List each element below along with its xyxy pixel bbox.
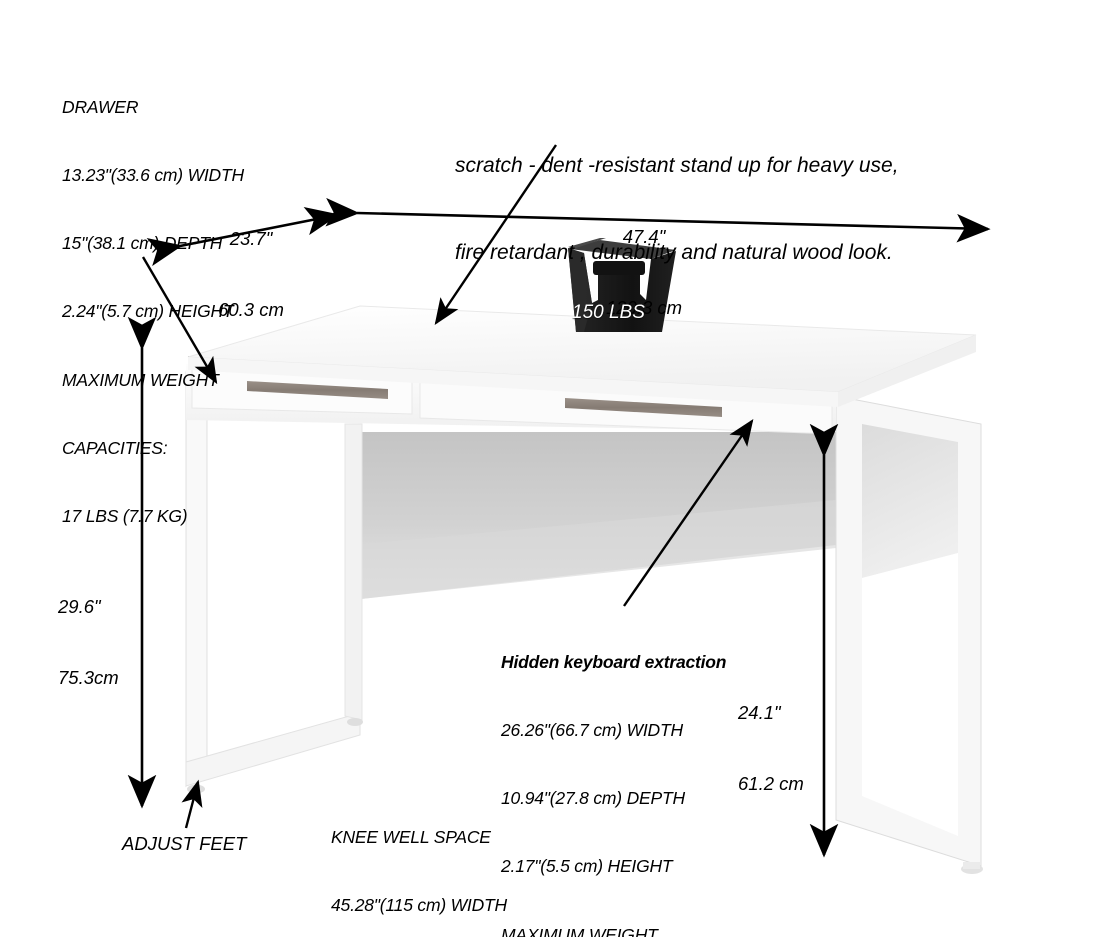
overall-height-metric: 75.3cm [58, 667, 119, 689]
clearance-height-label: 24.1" 61.2 cm [738, 654, 838, 843]
adjust-feet-label: ADJUST FEET [122, 833, 247, 854]
keyboard-leader-line [623, 419, 754, 607]
depth-metric: 60.3 cm [218, 299, 284, 321]
desk-top-edge-front [188, 357, 838, 407]
drawer-spec-line-3: 15"(38.1 cm) DEPTH [62, 233, 223, 253]
features-leader-line [434, 144, 557, 325]
width-metric: 120.3 cm [605, 297, 683, 319]
desk-left-leg-back-post [344, 423, 363, 721]
keyboard-spec-line-2: 10.94"(27.8 cm) DEPTH [501, 788, 685, 808]
drawer-spec-line-4: 2.24"(5.7 cm) HEIGHT [62, 301, 234, 322]
dimension-arrows [127, 197, 991, 858]
knee-well-line-2: 45.28"(115 cm) WIDTH [331, 894, 507, 915]
drawer-leader-line [141, 256, 218, 385]
adjust-feet-leader-line [181, 779, 203, 829]
desk-right-foot-stem [963, 862, 980, 869]
knee-well-line-1: KNEE WELL SPACE [331, 826, 491, 847]
drawer-spec-line-7: 17 LBS (7.7 KG) [62, 506, 188, 526]
desk-left-back-foot [347, 718, 363, 726]
depth-dimension-arrow [146, 207, 340, 267]
depth-dimension-label: 23.7" 60.3 cm [196, 180, 306, 369]
desk-back-panel-shadow [352, 500, 836, 600]
overall-height-label: 29.6" 75.3cm [58, 548, 154, 737]
depth-inches: 23.7" [229, 228, 273, 250]
leader-lines [141, 144, 754, 829]
desk-left-leg-bottom-rail [185, 712, 361, 787]
drawer-spec-line-2: 13.23"(33.6 cm) WIDTH [62, 164, 244, 185]
desk-right-leg-opening [862, 553, 958, 836]
features-callout: scratch - dent -resistant stand up for h… [455, 94, 899, 326]
weight-block-icon [568, 238, 676, 332]
knee-well-spec-block: KNEE WELL SPACE 45.28"(115 cm) WIDTH 22.… [331, 780, 521, 937]
keyboard-spec-line-1: 26.26"(66.7 cm) WIDTH [501, 719, 683, 740]
drawer-right-pull[interactable] [565, 398, 722, 417]
overall-height-inches: 29.6" [58, 596, 101, 618]
desk-body [185, 305, 983, 874]
keyboard-spec-heading: Hidden keyboard extraction [501, 651, 727, 672]
drawer-spec-line-5: MAXIMUM WEIGHT [62, 369, 219, 390]
clearance-height-inches: 24.1" [738, 702, 781, 724]
keyboard-spec-line-4: MAXIMUM WEIGHT [501, 924, 658, 937]
features-line-2: fire retardant , durability and natural … [455, 240, 893, 264]
width-inches: 47.4" [622, 226, 666, 248]
drawer-left-pull[interactable] [247, 381, 388, 399]
width-dimension-label: 47.4" 120.3 cm [589, 178, 699, 367]
keyboard-spec-line-3: 2.17"(5.5 cm) HEIGHT [501, 856, 673, 877]
desk-right-leg-inner-panel [862, 424, 958, 578]
desk-top-edge-right [838, 335, 976, 407]
drawer-spec-line-6: CAPACITIES: [62, 437, 168, 458]
weight-block-label: 150 LBS [572, 302, 645, 323]
features-line-1: scratch - dent -resistant stand up for h… [455, 153, 899, 177]
width-dimension-arrow [325, 197, 991, 243]
drawer-spec-block: DRAWER 13.23"(33.6 cm) WIDTH 15"(38.1 cm… [62, 50, 244, 573]
drawer-spec-line-1: DRAWER [62, 96, 139, 117]
clearance-height-metric: 61.2 cm [738, 773, 804, 795]
keyboard-spec-block: Hidden keyboard extraction 26.26"(66.7 c… [501, 605, 726, 937]
